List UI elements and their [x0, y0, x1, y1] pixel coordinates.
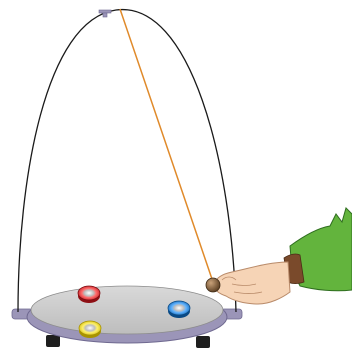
sleeve [289, 207, 352, 292]
hand-finger-line-1 [231, 283, 257, 286]
magnet-yellow [78, 320, 102, 338]
base-top [30, 285, 224, 335]
pendulum-frame [17, 9, 237, 313]
base-plate [11, 285, 243, 344]
magnet-red [77, 285, 101, 303]
magnet-blue [167, 300, 191, 318]
hand [213, 207, 352, 305]
hand-thumb [221, 276, 237, 281]
pendulum-string [119, 8, 214, 283]
hand-finger-line-2 [233, 291, 263, 294]
base-feet [46, 335, 210, 348]
pivot-icon [98, 9, 112, 18]
hand-palm [213, 261, 291, 305]
pendulum-bob [205, 277, 221, 293]
base-foot-left [46, 335, 60, 347]
base-foot-right [196, 336, 210, 348]
